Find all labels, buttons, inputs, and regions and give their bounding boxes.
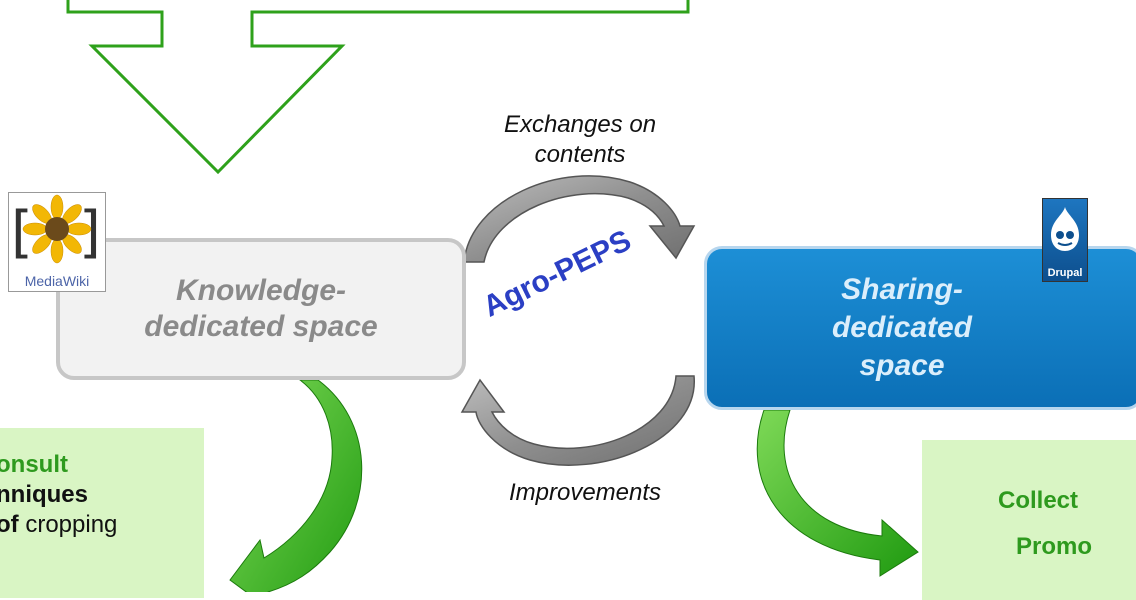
sharing-line1: Sharing- bbox=[841, 273, 963, 306]
cropping-text: cropping bbox=[18, 511, 118, 538]
mediawiki-logo-icon: [ ] MediaWiki bbox=[8, 192, 106, 292]
exchanges-label: Exchanges on contents bbox=[460, 110, 700, 170]
knowledge-dedicated-space-box[interactable]: Knowledge- dedicated space bbox=[56, 238, 466, 380]
consult-panel: onsult nniques of cropping bbox=[0, 428, 204, 598]
exchanges-line2: contents bbox=[534, 141, 626, 168]
collect-text: Collect bbox=[998, 487, 1079, 514]
sharing-dedicated-space-box[interactable]: Sharing- dedicated space bbox=[704, 246, 1136, 410]
collect-panel: Collect Promo bbox=[922, 440, 1136, 600]
promote-text: Promo bbox=[1016, 533, 1093, 560]
sharing-line2: dedicated bbox=[831, 311, 973, 344]
curved-arrow-top bbox=[463, 175, 696, 263]
knowledge-line1: Knowledge- bbox=[176, 274, 346, 307]
mediawiki-caption: MediaWiki bbox=[24, 273, 90, 289]
curved-arrow-bottom bbox=[460, 375, 695, 466]
techniques-text: nniques bbox=[0, 481, 89, 508]
drupal-logo-icon: Drupal bbox=[1042, 198, 1088, 282]
cropping-line: of cropping bbox=[0, 510, 204, 540]
sharing-line3: space bbox=[859, 349, 945, 382]
exchanges-line1: Exchanges on bbox=[503, 111, 657, 138]
knowledge-line2: dedicated space bbox=[144, 310, 378, 343]
of-text: of bbox=[0, 511, 19, 538]
top-down-arrow bbox=[66, 0, 690, 175]
consult-text: onsult bbox=[0, 451, 68, 478]
drupal-caption: Drupal bbox=[1047, 267, 1083, 279]
svg-text:[: [ bbox=[11, 200, 33, 265]
green-arrow-left bbox=[229, 379, 363, 592]
improvements-label: Improvements bbox=[508, 479, 662, 506]
green-arrow-right bbox=[756, 409, 919, 577]
svg-text:]: ] bbox=[79, 200, 101, 265]
